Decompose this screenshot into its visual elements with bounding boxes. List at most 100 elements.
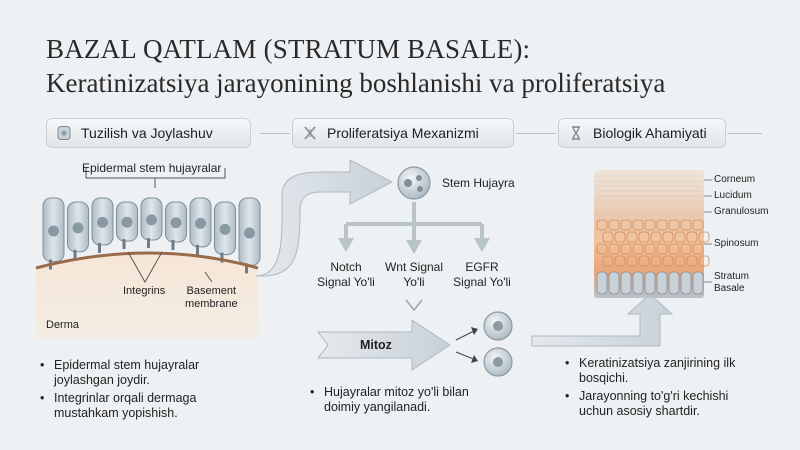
basal-cell-nucleus xyxy=(195,217,206,229)
spinous-cell xyxy=(680,219,692,231)
basale-cell xyxy=(620,271,632,295)
basale-cell xyxy=(608,271,620,295)
basale-cell xyxy=(596,271,608,295)
spinous-cell xyxy=(692,243,704,255)
signal-branches xyxy=(344,202,484,242)
integrin-anchor xyxy=(196,244,199,255)
daughter-cell-nucleus xyxy=(493,357,503,367)
bullet-text: Jarayonning to'g'ri kechishi xyxy=(579,389,729,403)
integrin-anchor xyxy=(98,242,101,253)
arrowhead xyxy=(471,355,478,363)
integrin-anchor xyxy=(171,239,175,250)
mitosis-arrow xyxy=(316,319,451,371)
arrowhead xyxy=(471,327,478,335)
significance-bullets: Keratinizatsiya zanjirining ilkbosqichi.… xyxy=(565,356,790,422)
stem-cell-icon xyxy=(397,166,431,200)
signal-label: Yo'li xyxy=(403,275,425,289)
bullet-text: doimiy yangilanadi. xyxy=(324,400,431,414)
layer-label-corneum: Corneum xyxy=(714,174,756,185)
header-separator xyxy=(516,133,556,134)
basal-cell-nucleus xyxy=(48,225,59,237)
section-header-significance: Biologik Ahamiyati xyxy=(558,118,726,148)
stem-cell-nucleus xyxy=(404,179,412,187)
basale-cell xyxy=(692,271,704,295)
integrin-anchor xyxy=(245,263,248,274)
basal-cell-nucleus xyxy=(72,222,84,234)
layer-label-spinosum: Spinosum xyxy=(714,238,759,249)
integrin-anchor xyxy=(122,239,126,250)
signal-egfr: EGFR Signal Yo'li xyxy=(436,260,528,290)
basement-label-line: Basement xyxy=(186,285,237,297)
spinous-cell xyxy=(686,231,698,243)
cell-icon xyxy=(55,124,73,142)
basale-cell xyxy=(680,271,692,295)
bullet-text: mustahkam yopishish. xyxy=(54,406,178,420)
spinous-cell xyxy=(602,231,614,243)
integrins-pointer xyxy=(127,251,163,284)
stem-cell-label: Stem Hujayra xyxy=(442,176,515,190)
signal-label: Wnt Signal xyxy=(384,260,444,274)
spinous-cell xyxy=(668,243,680,255)
spinous-cell xyxy=(620,219,632,231)
mitosis-label: Mitoz xyxy=(360,338,392,352)
skin-layers-illustration xyxy=(594,170,710,298)
bullet-text: Integrinlar orqali dermaga xyxy=(54,391,197,405)
section-header-label: Biologik Ahamiyati xyxy=(593,125,707,141)
integrins-label: Integrins xyxy=(123,285,166,297)
spinous-cell xyxy=(656,219,668,231)
spinous-cell xyxy=(686,255,698,267)
basale-cell xyxy=(656,271,668,295)
daughter-cell-nucleus xyxy=(493,321,503,331)
spinous-cell xyxy=(698,231,710,243)
spinous-cell xyxy=(650,255,662,267)
spinous-cell xyxy=(596,243,608,255)
layer-label-line: Basale xyxy=(714,283,745,294)
signal-label: Notch xyxy=(330,260,362,274)
integrin-anchor xyxy=(73,249,77,260)
signal-label: Signal Yo'li xyxy=(453,275,511,289)
spinous-cell xyxy=(656,243,668,255)
spinous-cell xyxy=(626,255,638,267)
spinous-cell xyxy=(662,231,674,243)
basal-cell-nucleus xyxy=(146,214,157,226)
signal-notch: Notch Signal Yo'li xyxy=(300,260,392,290)
spinous-cell xyxy=(608,243,620,255)
spinous-cell xyxy=(668,219,680,231)
header-separator xyxy=(728,133,762,134)
signal-wnt: Wnt Signal Yo'li xyxy=(368,260,460,290)
division-lines xyxy=(455,329,477,361)
spinous-cell xyxy=(698,255,710,267)
section-header-label: Proliferatsiya Mexanizmi xyxy=(327,125,479,141)
spinous-cell xyxy=(674,231,686,243)
spinous-cell xyxy=(662,255,674,267)
flow-arrow-to-stem xyxy=(255,159,394,277)
title-line-1: BAZAL QATLAM (STRATUM BASALE): xyxy=(46,34,531,64)
spinous-cell xyxy=(650,231,662,243)
spinous-cell xyxy=(680,243,692,255)
flow-arrow-to-skin xyxy=(531,293,674,347)
basal-cell-nucleus xyxy=(219,223,231,235)
spinous-cell xyxy=(620,243,632,255)
spinous-cell xyxy=(632,243,644,255)
spinous-cell xyxy=(608,219,620,231)
derma-label: Derma xyxy=(46,319,80,331)
spinous-cell xyxy=(626,231,638,243)
arrowhead xyxy=(474,238,490,252)
spinous-cell xyxy=(596,219,608,231)
bullet-text: Epidermal stem hujayralar xyxy=(54,358,200,372)
bullet-text: uchun asosiy shartdir. xyxy=(579,404,700,418)
bullet-text: Keratinizatsiya zanjirining ilk xyxy=(579,356,736,370)
basement-label-line: membrane xyxy=(185,298,238,310)
basement-membrane-label: Basement membrane xyxy=(185,285,238,311)
layer-label-lucidum: Lucidum xyxy=(714,190,752,201)
basale-cell xyxy=(644,271,656,295)
spinous-cell xyxy=(632,219,644,231)
spinous-cell xyxy=(602,255,614,267)
spinous-cell xyxy=(614,255,626,267)
chevron-down-icon xyxy=(405,299,423,312)
